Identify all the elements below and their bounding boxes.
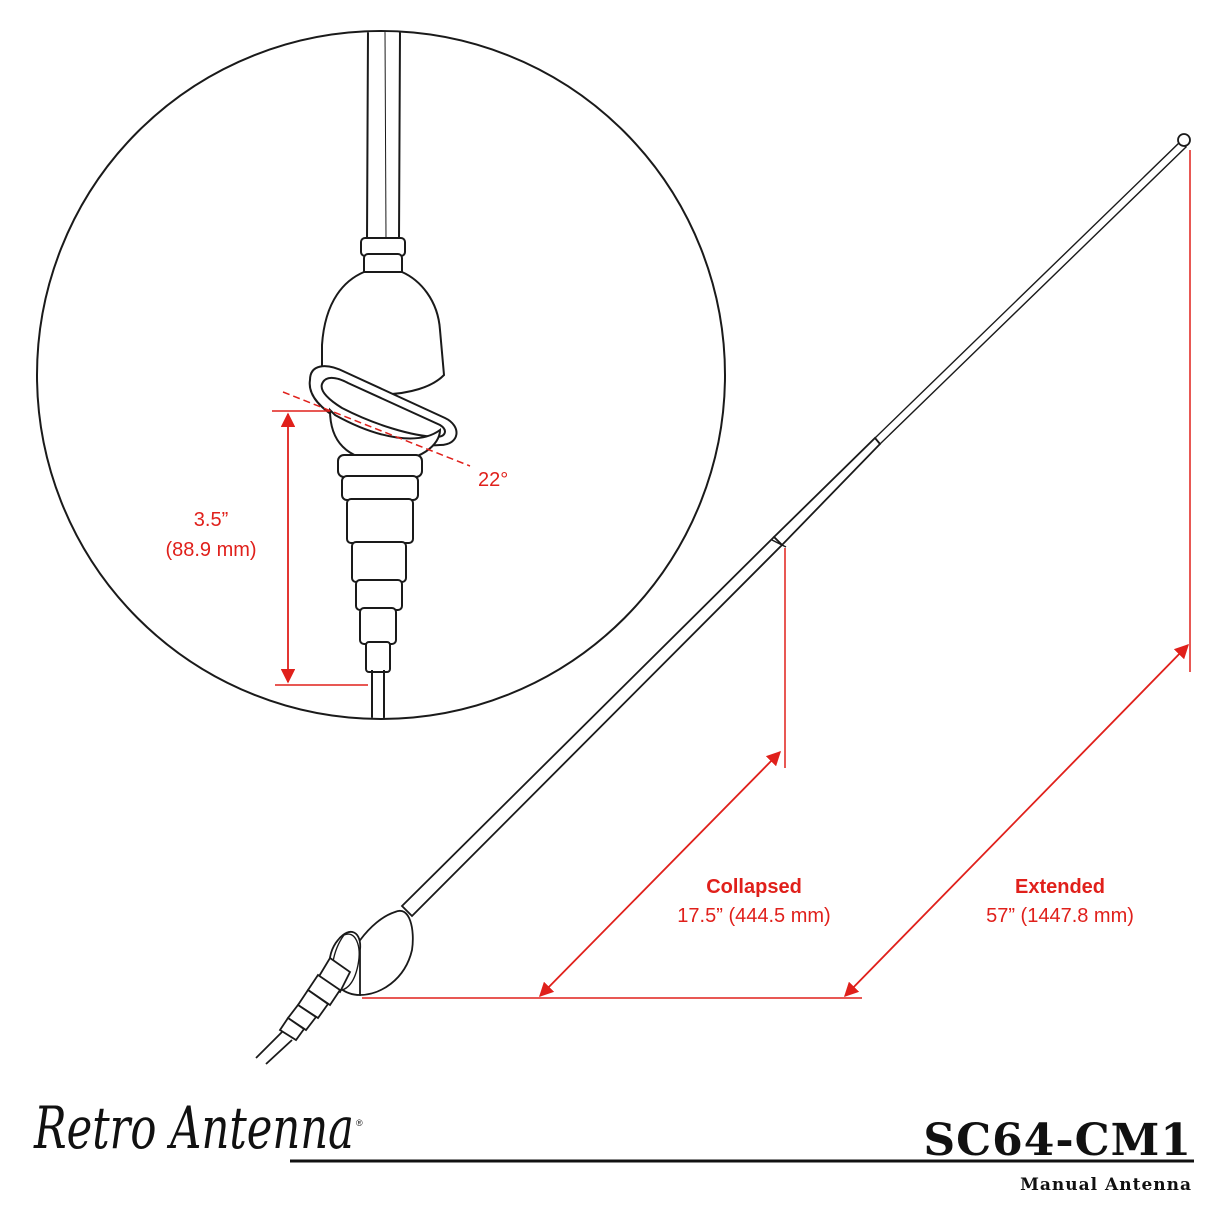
product-subtitle: Manual Antenna [1020,1175,1192,1195]
collapsed-dimension-arrow [538,750,782,998]
brand-logo-text: Retro Antenna [33,1094,354,1162]
angle-reference-line [282,391,471,467]
antenna-full-drawing [255,133,1191,1065]
height-label-inches: 3.5” [194,509,228,531]
antenna-tip [1177,133,1191,147]
antenna-dimension-lines [362,150,1191,999]
brand-logo: Retro Antenna ® [33,1094,1194,1163]
extended-dimension-arrow [843,643,1190,998]
extended-title: Extended [1015,876,1105,898]
detail-antenna-base-drawing [308,32,458,718]
registered-mark: ® [356,1118,363,1128]
collapsed-title: Collapsed [706,876,802,898]
angle-label: 22° [478,469,508,491]
collapsed-value: 17.5” (444.5 mm) [677,905,830,927]
product-model: SC64-CM1 [923,1115,1192,1166]
extended-value: 57” (1447.8 mm) [986,905,1134,927]
height-label-mm: (88.9 mm) [165,539,256,561]
detail-magnifier: 22° 3.5” (88.9 mm) [36,30,726,720]
